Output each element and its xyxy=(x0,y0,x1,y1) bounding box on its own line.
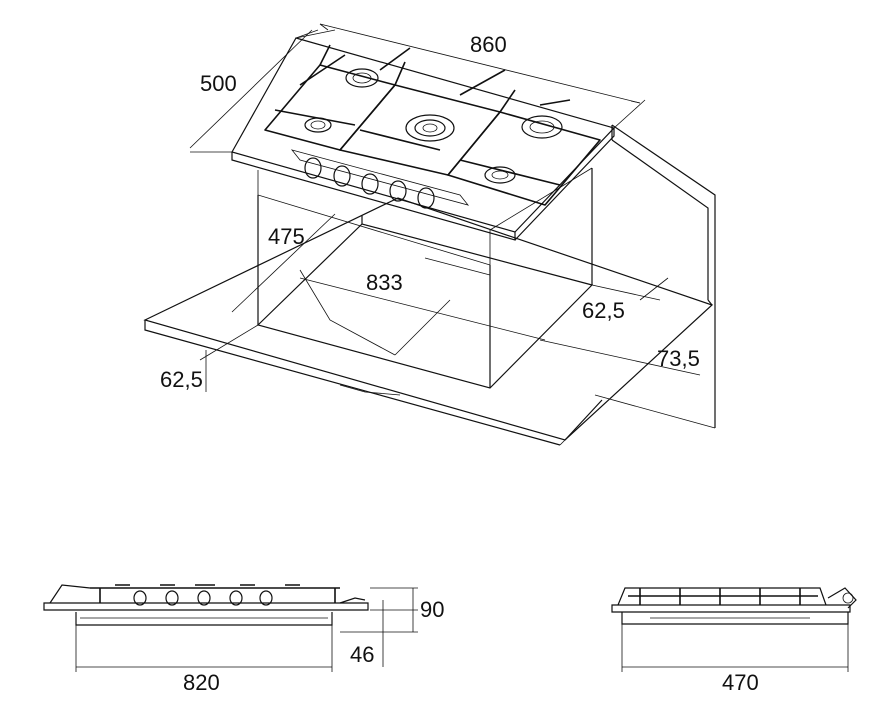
dim-depth-500: 500 xyxy=(200,71,237,96)
dim-rear-offset-62-5: 62,5 xyxy=(582,298,625,323)
side-view: 470 xyxy=(611,587,857,695)
dim-front-offset-62-5: 62,5 xyxy=(160,367,203,392)
dim-total-height-90: 90 xyxy=(420,597,444,622)
cutout xyxy=(256,168,594,396)
dim-side-offset-73-5: 73,5 xyxy=(657,346,700,371)
dim-side-depth-470: 470 xyxy=(722,670,759,695)
countertop xyxy=(143,124,716,446)
dim-width-860: 860 xyxy=(470,32,507,57)
dim-cutout-width-833: 833 xyxy=(366,270,403,295)
hob-isometric xyxy=(231,37,616,266)
front-view: 820 90 46 xyxy=(43,584,444,695)
dimensions-top: 860 500 475 833 62,5 73,5 62,5 xyxy=(160,23,701,392)
dim-cutout-depth-475: 475 xyxy=(268,224,305,249)
dim-built-in-height-46: 46 xyxy=(350,642,374,667)
dim-front-width-820: 820 xyxy=(183,670,220,695)
